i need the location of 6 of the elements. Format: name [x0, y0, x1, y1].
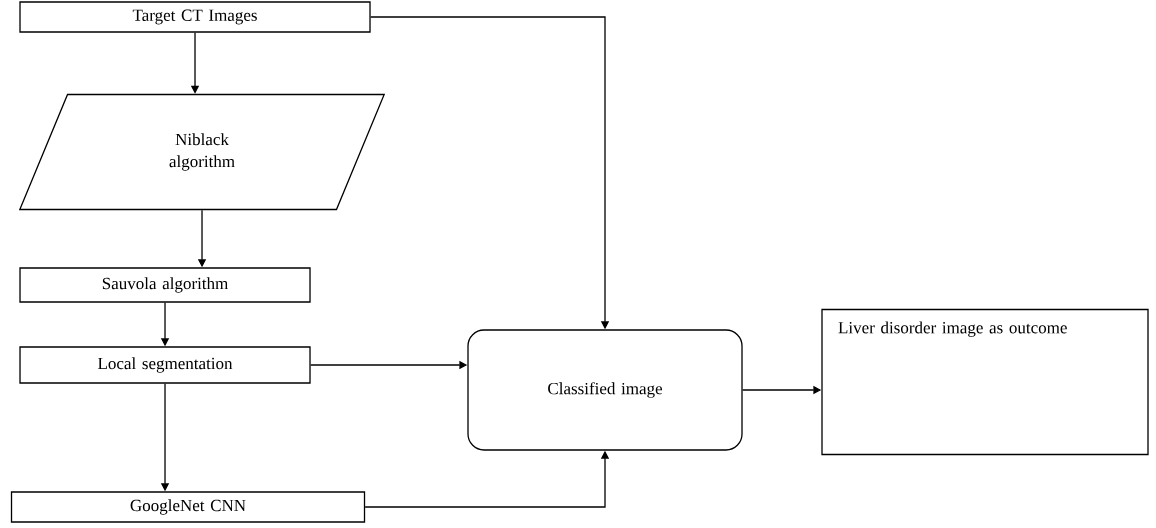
process-box: Liver disorder image as outcome — [821, 308, 1149, 456]
process-box: Target CT Images — [19, 1, 371, 33]
process-box: Local segmentation — [19, 346, 311, 384]
rounded-box: Classified image — [467, 329, 743, 451]
process-box: GoogleNet CNN — [10, 491, 366, 523]
process-box: Sauvola algorithm — [19, 267, 311, 303]
